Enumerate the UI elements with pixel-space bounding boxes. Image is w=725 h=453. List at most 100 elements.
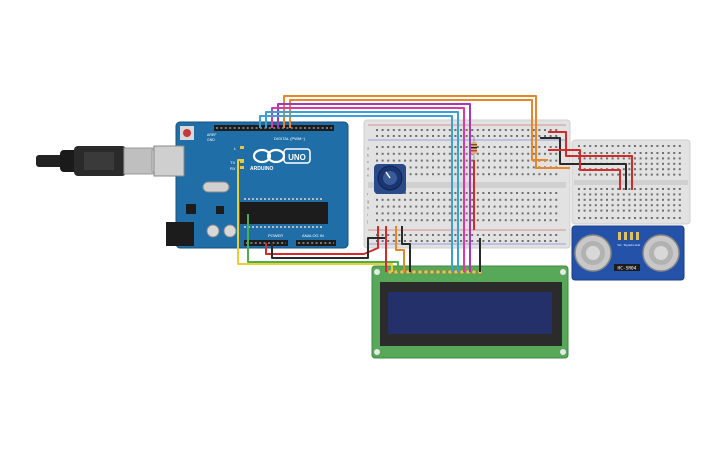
terminal-hole xyxy=(549,212,552,215)
capacitor-1 xyxy=(206,224,220,238)
power-label: POWER xyxy=(268,233,283,238)
terminal-hole xyxy=(634,209,636,212)
terminal-hole xyxy=(510,166,513,169)
rail-hole xyxy=(381,234,384,236)
terminal-hole xyxy=(432,152,434,155)
rail-hole xyxy=(426,240,429,242)
terminal-hole xyxy=(437,212,440,215)
rail-hole xyxy=(460,240,462,242)
terminal-hole xyxy=(420,166,423,169)
terminal-hole xyxy=(476,159,479,162)
rail-hole xyxy=(516,135,518,137)
rail-hole xyxy=(549,234,552,236)
terminal-hole xyxy=(606,193,608,196)
terminal-hole xyxy=(555,146,558,148)
terminal-hole xyxy=(527,212,530,215)
terminal-hole xyxy=(510,205,513,208)
rail-hole xyxy=(532,240,535,242)
terminal-hole xyxy=(611,157,614,160)
rail-hole xyxy=(460,129,462,131)
terminal-hole xyxy=(617,204,620,207)
terminal-hole xyxy=(678,204,681,207)
terminal-hole xyxy=(611,209,614,212)
terminal-hole xyxy=(437,159,440,162)
terminal-hole xyxy=(622,173,625,176)
lcd-pin xyxy=(411,269,417,275)
rail-hole xyxy=(504,234,507,236)
lcd-pin xyxy=(441,269,447,275)
terminal-hole xyxy=(583,198,586,201)
mount-hole xyxy=(374,349,380,355)
terminal-hole xyxy=(538,192,541,194)
terminal-hole xyxy=(476,173,479,176)
rail-hole xyxy=(549,135,552,137)
rail-hole xyxy=(504,129,507,131)
green-wire xyxy=(247,214,399,272)
rail-hole xyxy=(426,234,429,236)
terminal-hole xyxy=(404,205,406,208)
terminal-hole xyxy=(476,152,479,155)
terminal-hole xyxy=(465,146,468,148)
terminal-hole xyxy=(555,219,558,222)
terminal-hole xyxy=(673,198,676,201)
terminal-hole xyxy=(465,173,468,176)
rail-hole xyxy=(622,145,625,147)
terminal-hole xyxy=(650,204,653,207)
terminal-hole xyxy=(376,146,378,148)
rail-hole xyxy=(482,234,485,236)
rail-hole xyxy=(532,135,535,137)
rail-hole xyxy=(594,217,597,219)
terminal-hole xyxy=(606,188,608,190)
terminal-hole xyxy=(443,198,446,201)
terminal-hole xyxy=(549,219,552,222)
terminal-hole xyxy=(622,209,625,212)
terminal-hole xyxy=(555,198,558,201)
rail-hole xyxy=(600,217,603,219)
terminal-hole xyxy=(415,173,418,176)
terminal-hole xyxy=(415,192,418,194)
terminal-hole xyxy=(516,198,518,201)
terminal-hole xyxy=(645,198,648,201)
terminal-hole xyxy=(465,166,468,169)
reset-button-cap xyxy=(183,129,191,137)
rail-hole xyxy=(465,240,468,242)
terminal-hole xyxy=(493,192,496,194)
terminal-hole xyxy=(594,188,597,190)
terminal-hole xyxy=(404,192,406,194)
rail-hole xyxy=(476,234,479,236)
terminal-hole xyxy=(617,198,620,201)
rail-hole xyxy=(673,217,676,219)
terminal-hole xyxy=(662,162,664,165)
terminal-hole xyxy=(673,204,676,207)
terminal-hole xyxy=(678,198,681,201)
terminal-hole xyxy=(499,173,502,176)
rail-hole xyxy=(471,240,474,242)
rail-hole xyxy=(392,234,395,236)
terminal-hole xyxy=(656,173,659,176)
rail-hole xyxy=(617,145,620,147)
rail-hole xyxy=(606,217,608,219)
terminal-hole xyxy=(437,198,440,201)
terminal-hole xyxy=(589,204,592,207)
terminal-hole xyxy=(448,152,451,155)
terminal-hole xyxy=(448,198,451,201)
terminal-hole xyxy=(532,192,535,194)
terminal-hole xyxy=(454,152,457,155)
terminal-hole xyxy=(381,205,384,208)
terminal-hole xyxy=(538,219,541,222)
rail-hole xyxy=(499,135,502,137)
terminal-hole xyxy=(376,212,378,215)
terminal-hole xyxy=(544,146,546,148)
terminal-hole xyxy=(527,146,530,148)
terminal-hole xyxy=(488,152,490,155)
terminal-hole xyxy=(392,146,395,148)
rail-hole xyxy=(645,217,648,219)
terminal-hole xyxy=(504,173,507,176)
terminal-hole xyxy=(387,219,390,222)
terminal-hole xyxy=(488,198,490,201)
terminal-hole xyxy=(549,152,552,155)
terminal-hole xyxy=(392,198,395,201)
l-label: L xyxy=(234,146,237,151)
rail-hole xyxy=(448,129,451,131)
terminal-hole xyxy=(628,188,631,190)
